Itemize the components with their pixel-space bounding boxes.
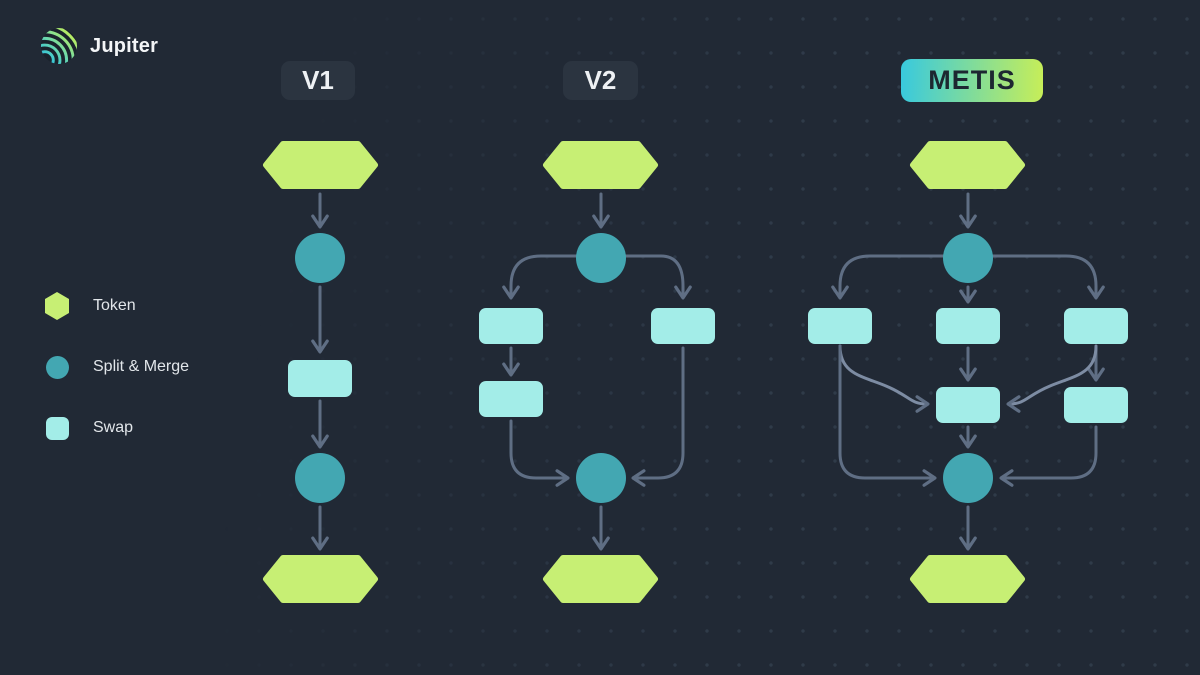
merge-node (943, 453, 993, 503)
swap-node (479, 308, 543, 344)
swap-node (1064, 387, 1128, 423)
swap-node (1064, 308, 1128, 344)
split-branch-right (622, 254, 692, 300)
swap-node (288, 360, 352, 397)
column-header-metis: METIS (901, 59, 1043, 102)
v2-nodes (479, 141, 715, 603)
swap-rect-icon (44, 416, 70, 440)
token-hexagon-icon (44, 292, 70, 320)
token-hexagon-output (263, 555, 378, 603)
token-hexagon-input (910, 141, 1025, 189)
split-merge-node (295, 453, 345, 503)
split-branch-left (831, 254, 946, 300)
cross-link-right (1006, 344, 1098, 413)
column-header-metis-label: METIS (928, 65, 1016, 95)
metis-edges (831, 192, 1105, 551)
swap-node (808, 308, 872, 344)
legend-label-token: Token (93, 297, 136, 314)
merge-node (576, 453, 626, 503)
split-branch-left (502, 254, 580, 300)
cross-link-left (838, 344, 930, 413)
merge-branch-right (631, 346, 685, 487)
column-header-v2-label: V2 (584, 65, 617, 95)
column-header-v2: V2 (563, 61, 638, 100)
token-hexagon-output (910, 555, 1025, 603)
split-branch-right (990, 254, 1105, 300)
split-merge-circle-icon (44, 355, 70, 379)
merge-branch-left (509, 419, 570, 487)
column-header-v1-label: V1 (302, 65, 334, 95)
swap-node (651, 308, 715, 344)
brand: Jupiter (40, 27, 158, 65)
legend-label-split-merge: Split & Merge (93, 358, 190, 375)
v2-edges (502, 192, 692, 551)
metis-nodes (808, 141, 1128, 603)
token-hexagon-input (263, 141, 378, 189)
split-node (943, 233, 993, 283)
column-header-v1: V1 (281, 61, 355, 100)
legend-label-swap: Swap (93, 419, 134, 436)
swap-node (936, 308, 1000, 344)
split-node (576, 233, 626, 283)
token-hexagon-input (543, 141, 658, 189)
legend-item-split-merge: Split & Merge (44, 351, 189, 383)
legend-item-swap: Swap (44, 412, 189, 444)
merge-branch-right (999, 425, 1098, 487)
legend: Token Split & Merge Swap (44, 290, 189, 473)
v1-nodes (263, 141, 378, 603)
brand-name: Jupiter (90, 34, 159, 57)
token-hexagon-output (543, 555, 658, 603)
jupiter-logo-icon (40, 27, 78, 65)
legend-item-token: Token (44, 290, 189, 322)
merge-branch-left (838, 344, 937, 487)
split-merge-node (295, 233, 345, 283)
swap-node (479, 381, 543, 417)
swap-node (936, 387, 1000, 423)
